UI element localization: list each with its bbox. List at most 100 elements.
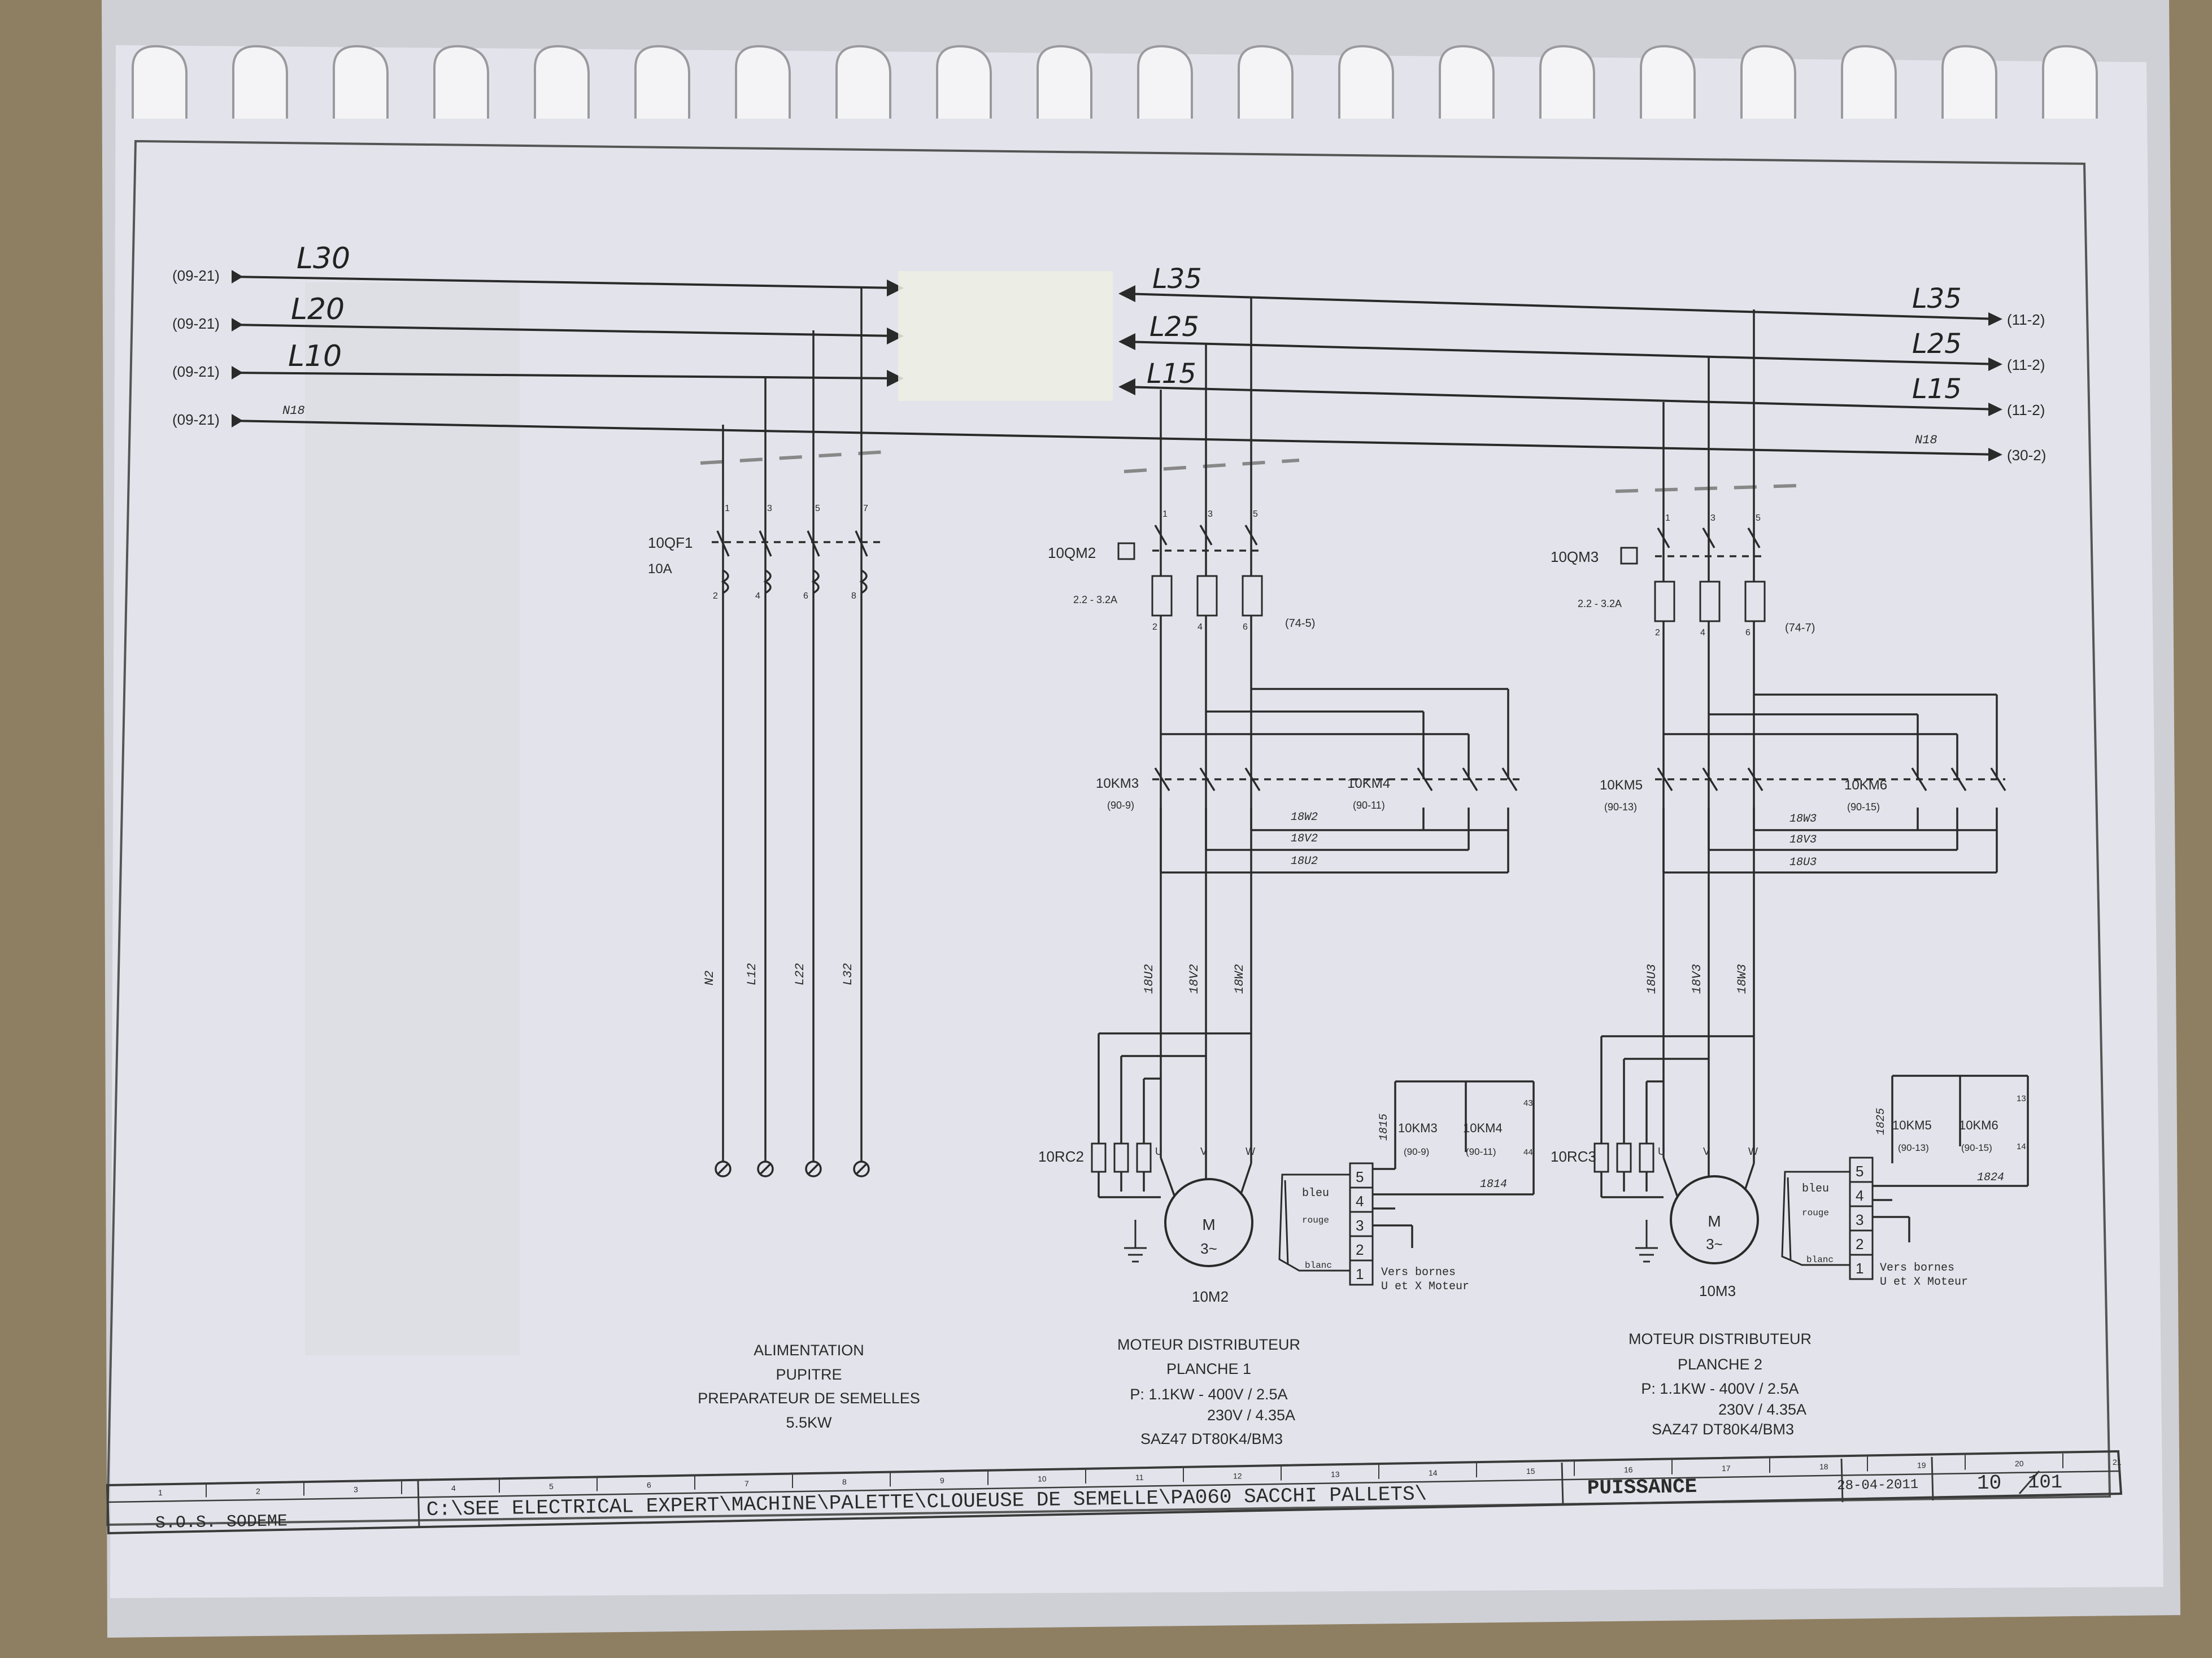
m2-pin: 6	[1745, 628, 1751, 638]
m1-terminal: 3	[1356, 1217, 1364, 1234]
column-number: 6	[647, 1481, 651, 1490]
m2-term-color: bleu	[1802, 1183, 1829, 1195]
m1-pin: 1	[1162, 509, 1168, 519]
hand-label-l25-right: L25	[1912, 328, 1962, 360]
m1-brake-pin: 44	[1523, 1147, 1533, 1157]
m1-rc: 10RC2	[1038, 1148, 1084, 1165]
m1-contactor-a-ref: (90-9)	[1107, 800, 1134, 811]
m1-breaker: 10QM2	[1048, 544, 1096, 561]
m2-terminal: 4	[1856, 1187, 1863, 1204]
binding-ring	[333, 45, 389, 119]
m2-overloads	[1620, 547, 1766, 622]
m1-overloads	[1117, 542, 1263, 617]
m2-terminal: 5	[1856, 1163, 1863, 1180]
m2-brake-pin: 14	[2017, 1142, 2026, 1151]
alim-pin: 6	[803, 591, 808, 601]
caption-line: SAZ47 DT80K4/BM3	[1652, 1421, 1794, 1438]
binding-ring	[1539, 45, 1595, 119]
binding-ring	[1338, 45, 1394, 119]
m1-pin: 5	[1253, 509, 1258, 519]
m1-terminal: 2	[1356, 1241, 1364, 1258]
column-number: 13	[1331, 1470, 1340, 1479]
alim-rating: 10A	[648, 561, 672, 577]
m1-wiring	[1098, 296, 1535, 1248]
bleed-through	[305, 282, 520, 1355]
m2-pin: 3	[1710, 513, 1715, 523]
m1-phase: V	[1200, 1146, 1207, 1157]
binding-ring	[1137, 45, 1193, 119]
m1-bus-label: 18U2	[1291, 855, 1318, 868]
binding-ring	[232, 45, 288, 119]
m2-ground	[1635, 1220, 1658, 1263]
m1-brake-km-a: 10KM3	[1398, 1121, 1438, 1135]
page-total: 101	[2028, 1472, 2062, 1494]
m1-brake-wire: 1815	[1378, 1114, 1391, 1141]
column-number: 15	[1526, 1467, 1535, 1476]
alim-device: 10QF1	[648, 534, 693, 551]
caption-line: 5.5KW	[786, 1414, 832, 1431]
m2-motor-sub: 3~	[1706, 1236, 1723, 1253]
caption-line: SAZ47 DT80K4/BM3	[1140, 1430, 1283, 1447]
m1-rc-caps	[1091, 1142, 1152, 1173]
m2-terminal-strip	[1781, 1157, 1874, 1280]
m1-motor-sub: 3~	[1200, 1240, 1217, 1257]
binding-ring	[132, 45, 188, 119]
m2-phase: W	[1748, 1146, 1758, 1157]
alim-pin: 5	[815, 504, 820, 513]
m2-contactor-b: 10KM6	[1844, 778, 1887, 793]
m1-terminal-strip	[1278, 1162, 1374, 1286]
binding-ring	[1238, 45, 1294, 119]
hand-label-l15-mid: L15	[1147, 358, 1196, 390]
m2-note: Vers bornes	[1880, 1262, 1954, 1275]
column-number: 7	[744, 1479, 749, 1488]
m1-setting: 2.2 - 3.2A	[1073, 594, 1117, 605]
m2-note: U et X Moteur	[1880, 1276, 1968, 1289]
m1-ground	[1124, 1220, 1147, 1263]
alim-pin: 7	[863, 504, 868, 513]
caption-line: ALIMENTATION	[754, 1342, 864, 1359]
m1-brake-pin: 43	[1523, 1098, 1533, 1108]
caption-line: 230V / 4.35A	[1207, 1407, 1295, 1424]
caption-line: 230V / 4.35A	[1718, 1401, 1806, 1418]
m1-bus-label: 18W2	[1291, 811, 1318, 824]
m2-motor-symbol	[1670, 1175, 1759, 1264]
alim-wire-labels: N2 L12 L22 L32	[703, 963, 855, 985]
m2-wiring	[1600, 309, 2029, 1242]
m2-terminal: 2	[1856, 1236, 1863, 1253]
column-number: 10	[1038, 1474, 1047, 1484]
m1-contactor-a: 10KM3	[1096, 776, 1139, 791]
alim-terminals	[715, 1160, 870, 1177]
m2-pin: 4	[1700, 628, 1705, 638]
bus-ref-right-n18: (30-2)	[2007, 447, 2046, 464]
wire-label: N2	[703, 971, 717, 985]
m1-contactor-b-ref: (90-11)	[1353, 800, 1385, 811]
m1-contactor-b: 10KM4	[1347, 776, 1390, 791]
company-name: S.O.S. SODEME	[155, 1512, 288, 1533]
bus-ref-l30: (09-21)	[172, 267, 220, 284]
m2-rc: 10RC3	[1551, 1148, 1596, 1165]
page-number: 10	[1977, 1472, 2001, 1495]
m2-terminal: 3	[1856, 1211, 1863, 1228]
binding-ring	[1941, 45, 1997, 119]
m2-brake-km-a: 10KM5	[1892, 1118, 1932, 1132]
bus-ref-l20: (09-21)	[172, 315, 220, 332]
caption-line: PUPITRE	[776, 1366, 842, 1383]
m1-pin: 2	[1152, 622, 1157, 632]
column-number: 21	[2113, 1458, 2122, 1467]
m2-pin: 5	[1756, 513, 1761, 523]
column-number: 3	[354, 1485, 358, 1494]
m2-brake-km-a-ref: (90-13)	[1898, 1142, 1929, 1153]
m1-terminal: 1	[1356, 1266, 1364, 1282]
column-number: 5	[549, 1482, 554, 1491]
hand-label-l20: L20	[291, 293, 345, 326]
alim-pin: 4	[755, 591, 760, 601]
m2-bus-label: 18W3	[1789, 813, 1817, 826]
m1-terminal: 5	[1356, 1168, 1364, 1185]
binding-ring	[634, 45, 690, 119]
wire-label: 18V3	[1690, 964, 1704, 994]
column-number: 14	[1429, 1468, 1438, 1477]
paper-sheet	[110, 45, 2163, 1598]
binding-ring	[534, 45, 590, 119]
hand-label-l35-mid: L35	[1152, 263, 1202, 295]
